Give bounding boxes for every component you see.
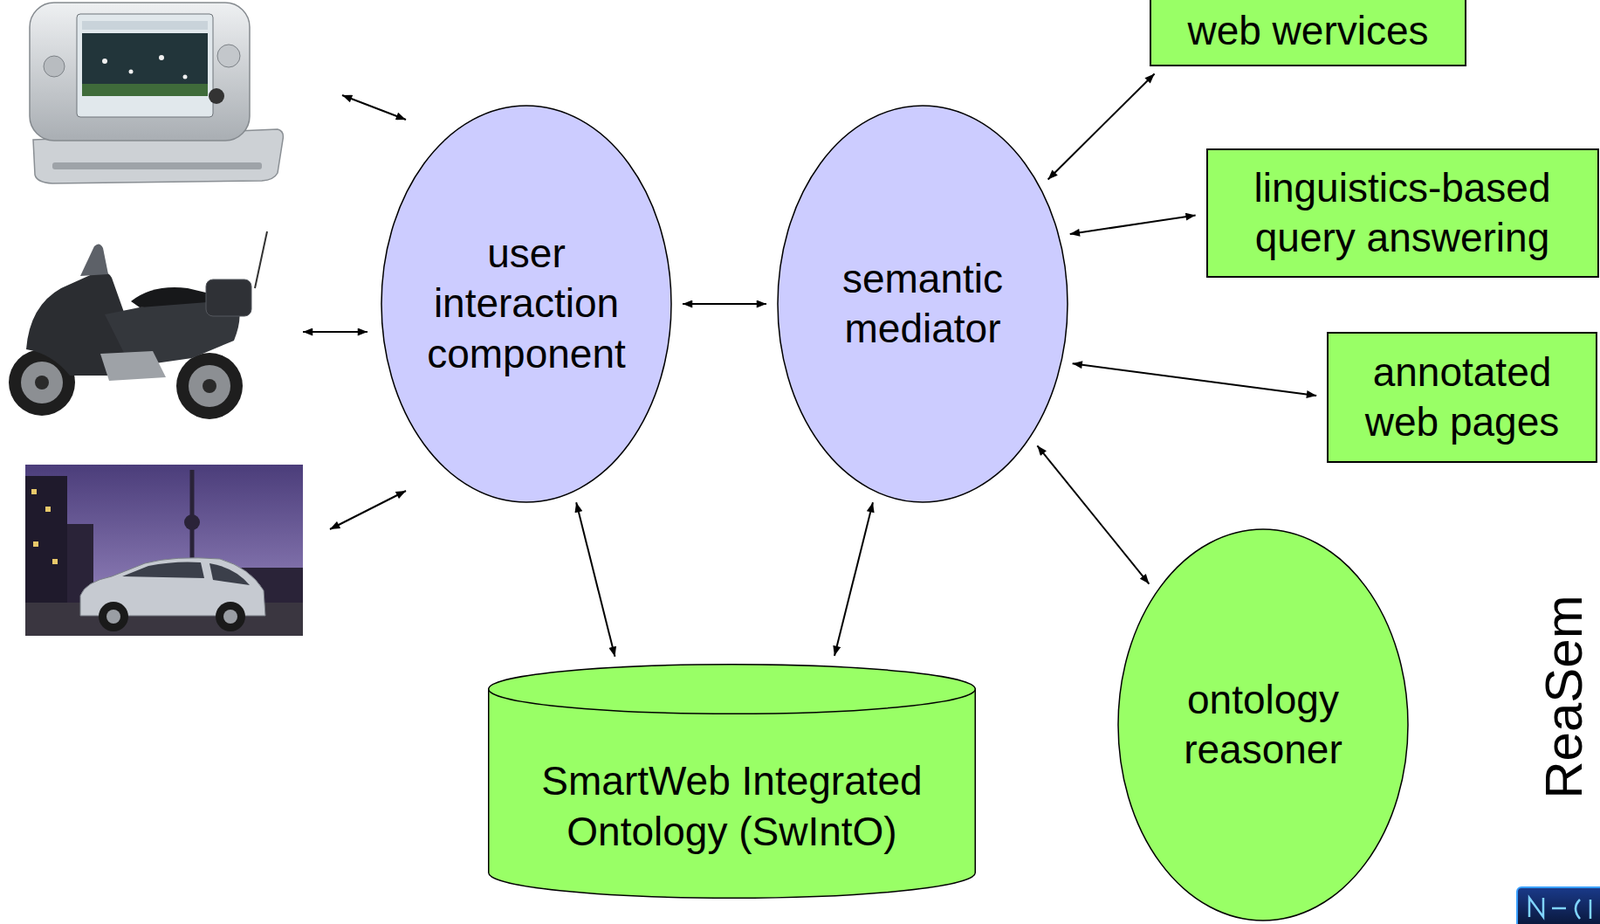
ellipse-outline (777, 105, 1068, 502)
node-text: user interaction component (408, 228, 645, 380)
motorcycle-rim (20, 361, 63, 404)
photo-window (52, 558, 58, 564)
source-box: web wervices (1149, 0, 1467, 67)
connector-arrow (834, 501, 873, 656)
ellipse-outline (381, 105, 672, 502)
reasoner-ellipse: ontology reasoner (1117, 528, 1409, 921)
logo-glow (1529, 897, 1591, 919)
motorcycle-engine (100, 350, 166, 381)
motorcycle-hub (202, 378, 217, 393)
source-box: annotated web pages (1326, 331, 1598, 463)
car-wheel (215, 601, 246, 632)
pda-screen-speck (183, 75, 188, 80)
node-text: linguistics-based query answering (1219, 163, 1587, 264)
node-text: semantic mediator (804, 254, 1041, 355)
cylinder-body (488, 688, 976, 898)
photo-sky (25, 464, 303, 636)
pda-screen-speck (129, 69, 134, 75)
motorcycle-antenna (254, 231, 268, 289)
motorcycle-seat (130, 287, 210, 308)
motorcycle-topcase (206, 279, 252, 316)
motorcycle-rim (188, 364, 231, 407)
pda-screen-speck (102, 58, 108, 64)
connector-arrow (682, 302, 767, 305)
connector-arrow (1048, 73, 1155, 179)
pda-camera (208, 88, 225, 104)
pda-screen-bar (82, 20, 208, 30)
pda-button (217, 44, 241, 68)
car-hubcap (223, 609, 238, 624)
pda-screen-speck (158, 54, 165, 61)
device-arrow (342, 95, 406, 120)
node-text: ontology reasoner (1145, 674, 1381, 776)
motorcycle-hub (34, 375, 49, 390)
pda-screen-photo (82, 33, 208, 97)
car-photo (25, 464, 303, 636)
connector-arrow (1070, 214, 1196, 234)
node-text: annotated web pages (1339, 347, 1585, 448)
ellipse-outline (1118, 528, 1408, 921)
connector-arrow (1036, 445, 1149, 584)
pda-screen-housing (29, 2, 250, 141)
ontology-cylinder: SmartWeb Integrated Ontology (SwIntO) (487, 663, 976, 899)
tv-tower-sphere (184, 514, 200, 530)
node-outline (776, 104, 1069, 503)
motorcycle-windscreen (80, 243, 109, 276)
photo-building (25, 475, 68, 607)
photo-window (33, 541, 39, 547)
pda-screen (76, 13, 213, 117)
photo-window (31, 488, 37, 495)
motorcycle (8, 231, 268, 419)
cylinder-top (488, 664, 976, 715)
node-text: web wervices (1187, 6, 1429, 57)
connector-arrow (1072, 363, 1317, 396)
device-arrow (302, 330, 368, 333)
motorcycle-wheel (176, 352, 243, 419)
car-wheel (98, 601, 129, 632)
connector-arrow (576, 501, 615, 656)
component-ellipse: semantic mediator (776, 104, 1069, 503)
photo-window (45, 506, 51, 512)
pda-screen-field (82, 83, 208, 97)
car-hubcap (106, 609, 121, 624)
car-window (209, 563, 250, 585)
pda-keyboard-edge (52, 162, 262, 170)
car-window (122, 562, 205, 579)
pda-device (29, 2, 283, 184)
node-outline (1117, 528, 1409, 921)
pda-button (43, 55, 65, 77)
component-ellipse: user interaction component (380, 104, 673, 503)
logo-badge (1517, 886, 1600, 924)
node-text: SmartWeb Integrated Ontology (SwIntO) (522, 755, 942, 857)
device-arrow (329, 490, 406, 529)
side-label: ReaSem (1538, 594, 1591, 798)
source-box: linguistics-based query answering (1206, 148, 1600, 278)
